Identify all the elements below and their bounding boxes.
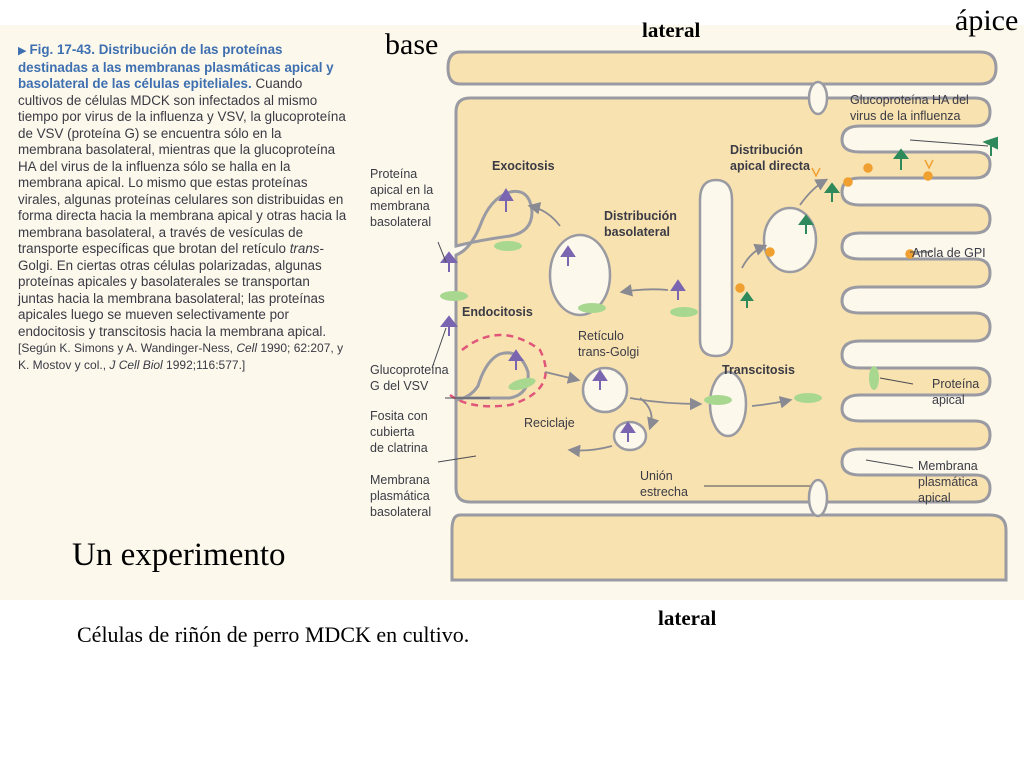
tight-junction-top [807, 80, 829, 116]
label-memb-apical-1: Membrana [918, 459, 978, 473]
label-union-2: estrecha [640, 485, 688, 499]
label-fosita-2: cubierta [370, 425, 415, 439]
arrow-transcytosis-1 [629, 397, 703, 411]
label-ha-1: Glucoproteína HA del [850, 93, 969, 107]
caption-ref-2: 1990; 62:207, y K. Mostov y col., [18, 341, 344, 372]
lower-neighbor-cell [450, 513, 1008, 582]
label-memb-apical-2: plasmática [918, 475, 978, 489]
caption-body-1: Cuando cultivos de células MDCK son infe… [18, 76, 347, 256]
label-dist-basolat-2: basolateral [604, 225, 670, 239]
label-prot-basolat-3: membrana [370, 199, 430, 213]
trans-golgi-reticulum [698, 178, 734, 358]
play-triangle-icon: ▶ [18, 45, 27, 57]
label-memb-basolat-1: Membrana [370, 473, 430, 487]
caption-body-2: -Golgi. En ciertas otras células polariz… [18, 241, 327, 339]
overlay-base: base [385, 28, 439, 61]
upper-neighbor-cell [446, 50, 998, 86]
overlay-apice: ápice [955, 4, 1019, 37]
clathrin-coated-pit [449, 333, 547, 408]
arrow-endocytosis [544, 371, 581, 384]
label-ha-2: virus de la influenza [850, 109, 961, 123]
label-memb-basolat-2: plasmática [370, 489, 430, 503]
tight-junction-bottom [807, 478, 829, 518]
label-prot-basolat-2: apical en la [370, 183, 433, 197]
basolateral-vesicle [548, 233, 612, 317]
label-ancla-gpi: Ancla de GPI [912, 246, 986, 260]
label-fosita-3: de clatrina [370, 441, 428, 455]
figure-caption: ▶Fig. 17-43. Distribución de las proteín… [18, 42, 348, 373]
arrow-apical-to-membrane [799, 178, 829, 206]
caption-ref-cell: Cell [236, 341, 257, 355]
label-union-1: Unión [640, 469, 673, 483]
arrow-basolateral [619, 284, 669, 297]
ha-proteins [740, 136, 998, 308]
overlay-lateral-top: lateral [642, 18, 701, 42]
label-prot-basolat-1: Proteína [370, 167, 417, 181]
vsv-g-proteins [439, 188, 686, 442]
label-memb-apical-3: apical [918, 491, 951, 505]
caption-ref-3: 1992;116:577.] [162, 357, 246, 372]
caption-ref-1: [Según K. Simons y A. Wandinger-Ness, [18, 341, 237, 355]
label-transcitosis: Transcitosis [722, 363, 795, 377]
overlay-lateral-bottom: lateral [658, 606, 717, 630]
label-memb-basolat-3: basolateral [370, 505, 431, 519]
arrow-exocytosis [527, 202, 561, 227]
caption-ref-jcb: J Cell Biol [109, 357, 163, 372]
arrow-transcytosis-2 [751, 396, 793, 409]
label-exocitosis: Exocitosis [492, 159, 555, 173]
label-dist-basolat-1: Distribución [604, 209, 677, 223]
arrow-recycling [567, 444, 613, 458]
figure-title: Distribución de las proteínas destinadas… [18, 42, 334, 91]
endocytic-vesicle [581, 366, 629, 414]
label-prot-apical-2: apical [932, 393, 965, 407]
apical-proteins [440, 241, 879, 405]
label-vsv-1: Glucoproteína [370, 363, 449, 377]
label-endocitosis: Endocitosis [462, 305, 533, 319]
label-reticulo-2: trans-Golgi [578, 345, 639, 359]
leader-lines [431, 139, 989, 487]
label-fosita-1: Fosita con [370, 409, 428, 423]
recycling-vesicle [612, 420, 648, 452]
caption-body-trans: trans [289, 241, 320, 256]
label-prot-basolat-4: basolateral [370, 215, 431, 229]
arrow-apical-direct [741, 243, 768, 269]
gpi-anchored-proteins [735, 159, 934, 293]
label-dir-apical-2: apical directa [730, 159, 811, 173]
overlay-experiment-title: Un experimento [72, 537, 286, 573]
label-vsv-2: G del VSV [370, 379, 429, 393]
label-dir-apical-1: Distribución [730, 143, 803, 157]
label-reciclaje: Reciclaje [524, 416, 575, 430]
label-prot-apical-1: Proteína [932, 377, 979, 391]
label-reticulo-1: Retículo [578, 329, 624, 343]
overlay-subtitle: Células de riñón de perro MDCK en cultiv… [77, 622, 470, 647]
figure-label: Fig. 17-43. [29, 42, 95, 57]
